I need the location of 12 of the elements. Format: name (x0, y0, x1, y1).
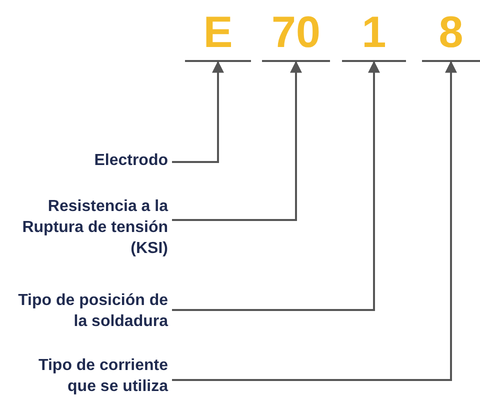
code-character: 70 (262, 6, 330, 62)
leader-line (172, 60, 380, 311)
leader-line (172, 60, 302, 221)
code-character: 8 (422, 6, 480, 62)
annotation-text: Electrodo (8, 150, 168, 171)
annotation-text: Tipo de posición de la soldadura (8, 290, 168, 332)
annotation-text: Resistencia a la Ruptura de tensión (KSI) (8, 196, 168, 259)
code-character: 1 (342, 6, 406, 62)
annotation-text: Tipo de corriente que se utiliza (8, 355, 168, 397)
leader-line (172, 60, 457, 381)
code-character: E (185, 6, 251, 62)
leader-line (172, 60, 224, 163)
